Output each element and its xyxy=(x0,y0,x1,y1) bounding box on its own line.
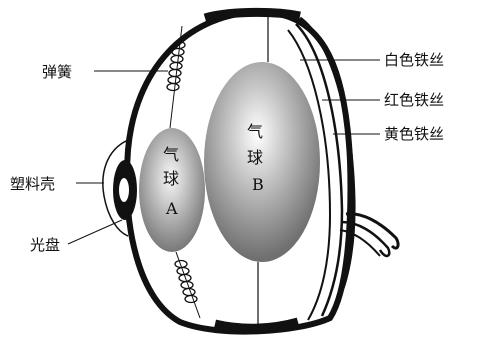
balloon-a-char-2: 球 xyxy=(163,169,179,188)
light-disk-leader xyxy=(68,220,122,244)
label-red-wire: 红色铁丝 xyxy=(384,91,444,109)
eyeball-bottom-band xyxy=(215,322,298,328)
balloon-b-letter: B xyxy=(252,175,264,194)
label-plastic-shell: 塑料壳 xyxy=(10,175,55,193)
balloon-a-char-1: 气 xyxy=(163,145,179,164)
light-disk-hole xyxy=(119,178,129,202)
balloon-a-letter: A xyxy=(165,199,178,218)
label-white-wire: 白色铁丝 xyxy=(384,51,444,69)
label-light-disk: 光盘 xyxy=(30,236,60,254)
label-spring: 弹簧 xyxy=(42,63,72,81)
label-yellow-wire: 黄色铁丝 xyxy=(384,125,444,143)
lower-spring-wire xyxy=(176,252,200,318)
balloon-b-char-1: 气 xyxy=(247,122,263,141)
balloon-b-char-2: 球 xyxy=(247,148,263,167)
eyeball-top-band xyxy=(205,12,300,18)
lower-spring xyxy=(175,261,197,303)
